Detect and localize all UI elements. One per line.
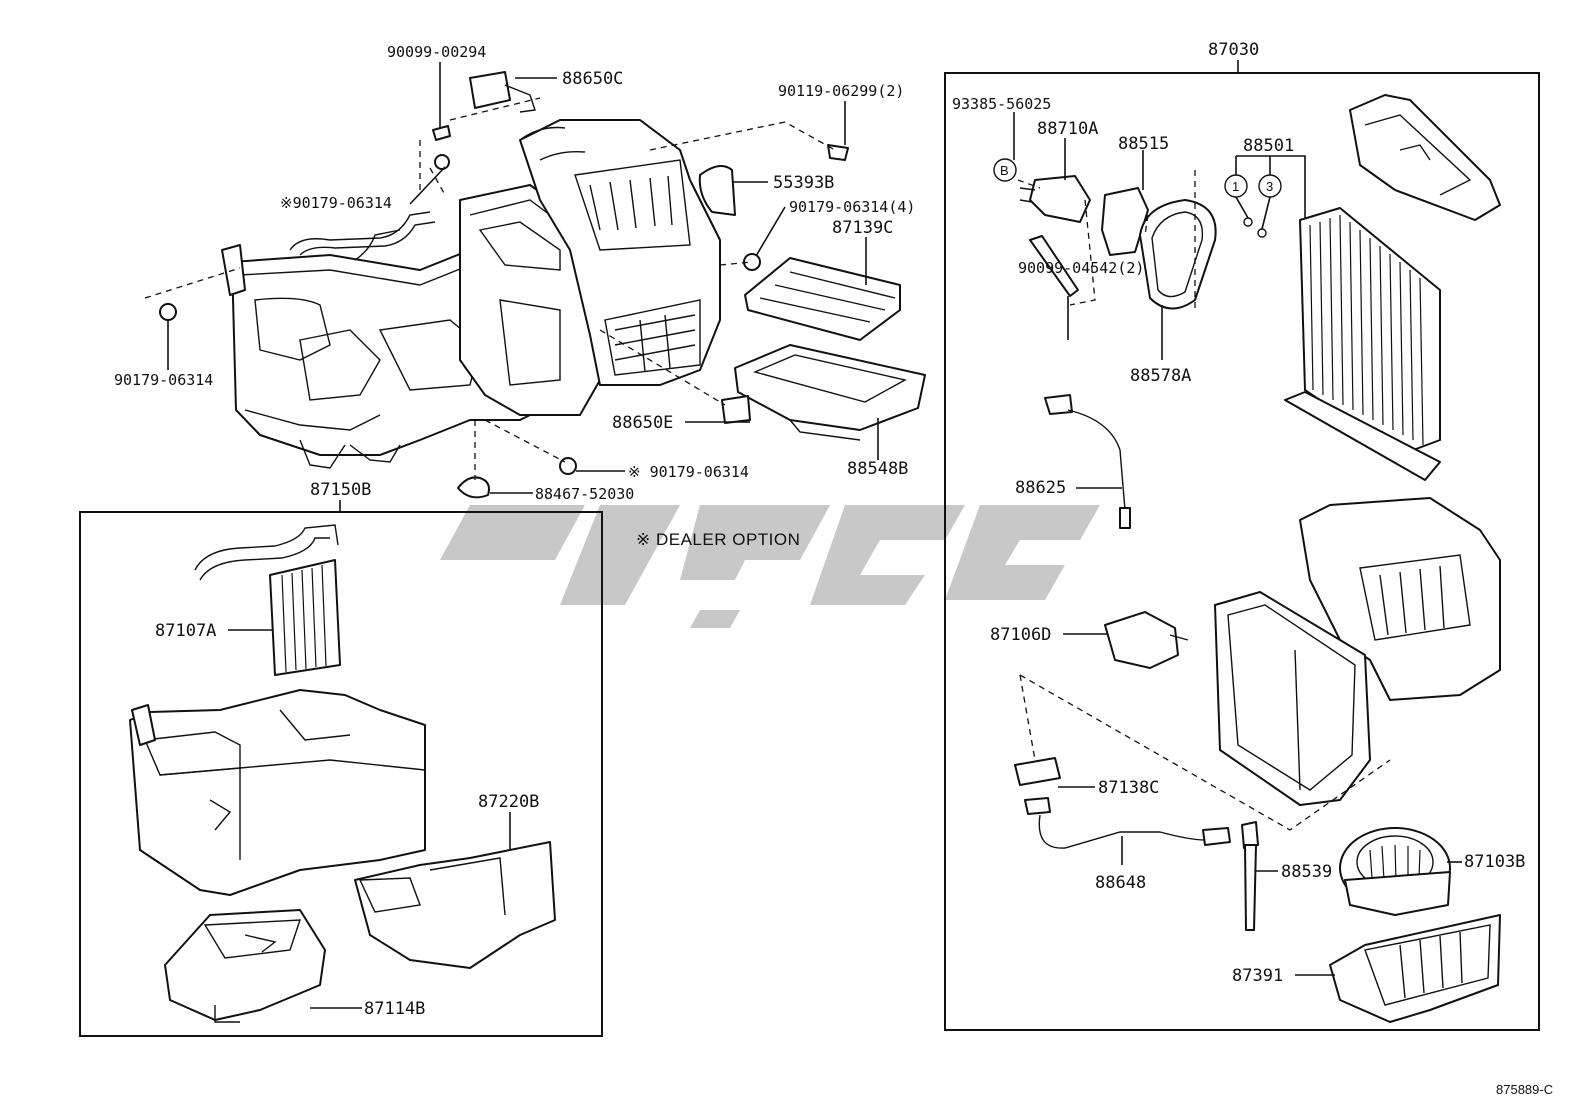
filter-case-88548B <box>734 344 926 441</box>
bolt-90099-04542 <box>1029 235 1079 297</box>
label-88625: 88625 <box>1015 478 1066 498</box>
label-88548B: 88548B <box>847 459 908 479</box>
label-88710A: 88710A <box>1037 119 1098 139</box>
duct-87220B <box>354 841 556 969</box>
packing-88578A <box>1139 199 1217 310</box>
label-88539: 88539 <box>1281 862 1332 882</box>
label-87150B: 87150B <box>310 480 371 500</box>
wire-88648 <box>1024 797 1231 849</box>
label-87107A: 87107A <box>155 621 216 641</box>
heater-case-87150B-body <box>129 689 426 896</box>
main-ac-assembly <box>221 119 721 469</box>
watermark-logo <box>440 505 1100 628</box>
cooling-unit-frame <box>944 72 1540 1031</box>
label-55393B: 55393B <box>773 173 834 193</box>
label-88650E: 88650E <box>612 413 673 433</box>
thermistor-88625 <box>1044 394 1131 529</box>
label-90179-06314-option2: ※ 90179-06314 <box>628 463 749 481</box>
label-87030: 87030 <box>1208 40 1259 60</box>
drain-hose-88539 <box>1241 821 1259 931</box>
blower-cover-87391 <box>1329 914 1501 1023</box>
label-88648: 88648 <box>1095 873 1146 893</box>
nut-90179-opt2 <box>559 457 577 475</box>
filter-87139C <box>744 257 901 341</box>
blower-motor-87103B <box>1339 827 1451 916</box>
expansion-valve-88515 <box>1101 187 1149 256</box>
heater-core-87107A <box>194 524 341 676</box>
label-87139C: 87139C <box>832 218 893 238</box>
callout-number-3: 3 <box>1266 179 1273 194</box>
label-88467-52030: 88467-52030 <box>535 485 634 503</box>
nut-90179-left <box>159 303 177 321</box>
seal-88710A <box>1019 175 1091 223</box>
duct-87114B <box>164 909 326 1023</box>
heater-unit-frame <box>79 511 603 1037</box>
label-90179-06314-option: ※90179-06314 <box>280 194 392 212</box>
label-88501: 88501 <box>1243 136 1294 156</box>
dealer-option-note: ※ DEALER OPTION <box>636 530 800 549</box>
label-87103B: 87103B <box>1464 852 1525 872</box>
blower-case-87030-top <box>1349 94 1501 221</box>
callout-number-1: 1 <box>1232 179 1239 194</box>
callout-circle-b <box>993 158 1017 182</box>
grommet-88467 <box>457 476 490 499</box>
evaporator-88501 <box>1284 207 1441 481</box>
gasket-55393B <box>698 165 736 216</box>
label-87138C: 87138C <box>1098 778 1159 798</box>
label-87106D: 87106D <box>990 625 1051 645</box>
sensor-88650E <box>721 395 751 424</box>
figure-code: 875889-C <box>1496 1082 1553 1097</box>
nut-90179-4 <box>743 253 761 271</box>
label-88578A: 88578A <box>1130 366 1191 386</box>
servo-87106D <box>1104 611 1189 669</box>
screw-90099-00294 <box>432 125 451 141</box>
label-90099-04542: 90099-04542(2) <box>1018 259 1144 277</box>
resistor-87138C <box>1014 757 1061 786</box>
label-90179-06314-left: 90179-06314 <box>114 371 213 389</box>
label-88515: 88515 <box>1118 134 1169 154</box>
label-93385-56025: 93385-56025 <box>952 95 1051 113</box>
label-90099-00294: 90099-00294 <box>387 43 486 61</box>
nut-90179-opt <box>434 154 450 170</box>
label-90119-06299: 90119-06299(2) <box>778 82 904 100</box>
label-87220B: 87220B <box>478 792 539 812</box>
label-88650C: 88650C <box>562 69 623 89</box>
resistor-88650C <box>469 71 536 113</box>
label-87114B: 87114B <box>364 999 425 1019</box>
label-90179-06314-4: 90179-06314(4) <box>789 198 915 216</box>
label-87391: 87391 <box>1232 966 1283 986</box>
callout-letter-b: B <box>1000 163 1009 178</box>
blower-case-lower <box>1214 497 1501 806</box>
